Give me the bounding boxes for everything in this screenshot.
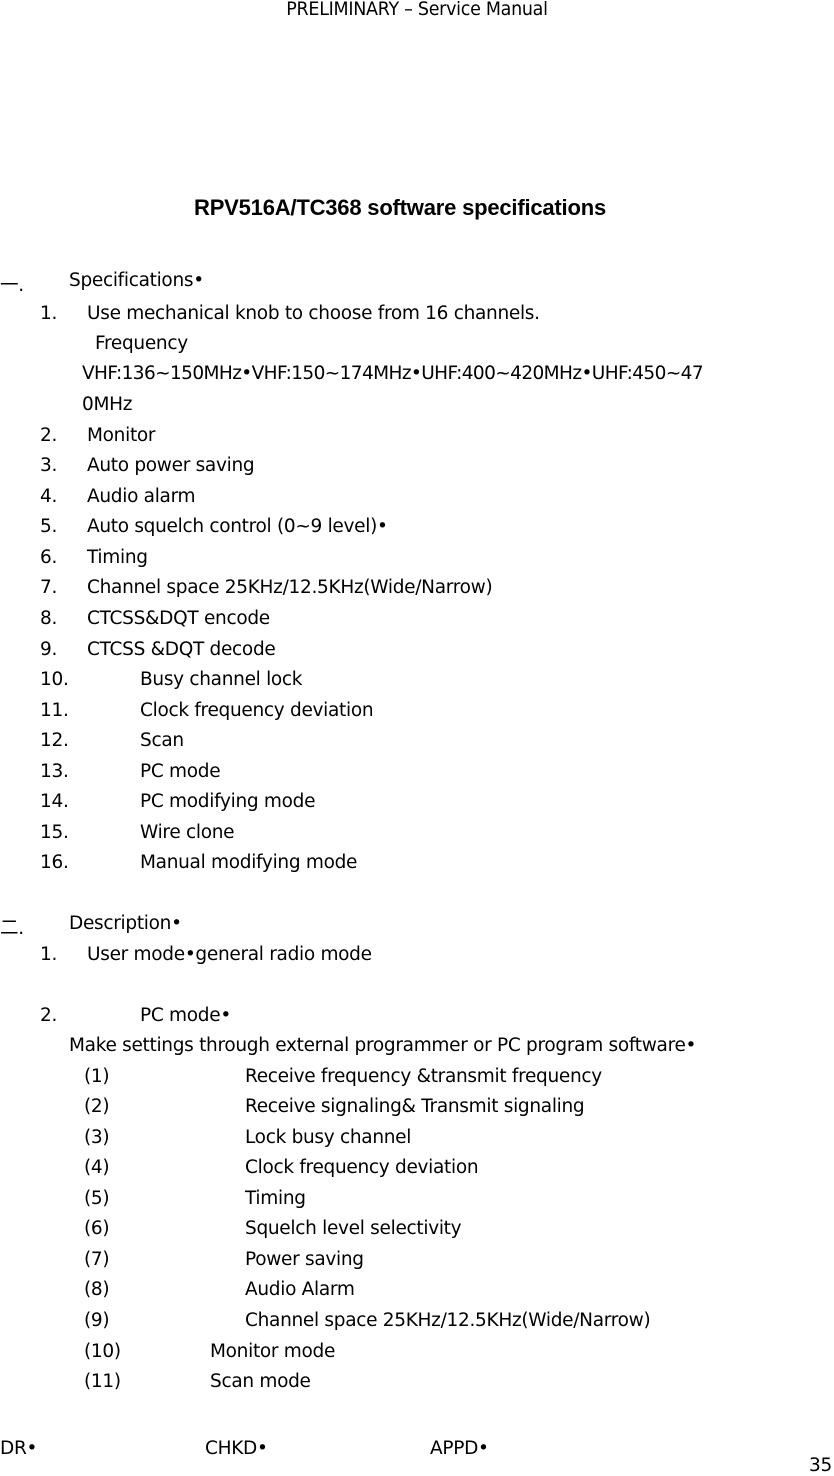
list-item-number: 5. <box>40 516 58 537</box>
page-number: 35 <box>809 1455 832 1476</box>
approved-by-label: APPD• <box>430 1438 489 1459</box>
list-item-text: Manual modifying mode <box>140 852 358 873</box>
list-item-text: PC mode <box>140 761 221 782</box>
section-number: 一. <box>0 275 24 296</box>
drawn-by-label: DR• <box>0 1438 38 1459</box>
list-item-text: Use mechanical knob to choose from 16 ch… <box>87 303 540 324</box>
list-item-number: 2. <box>40 425 58 446</box>
sub-item-text: Lock busy channel <box>245 1127 412 1148</box>
sub-item-number: (4) <box>84 1157 110 1178</box>
list-item-text: Scan <box>140 730 184 751</box>
pc-mode-intro: Make settings through external programme… <box>69 1035 697 1056</box>
checked-by-label: CHKD• <box>205 1438 268 1459</box>
section-heading: Specifications• <box>69 270 204 291</box>
list-item-text: Auto power saving <box>87 455 255 476</box>
list-item-text: Timing <box>87 547 148 568</box>
sub-item-text: Scan mode <box>210 1371 311 1392</box>
list-item-text: Monitor <box>87 425 156 446</box>
sub-item-text: Squelch level selectivity <box>245 1218 462 1239</box>
list-item-text: Busy channel lock <box>140 669 303 690</box>
list-item-number: 2. <box>40 1005 58 1026</box>
list-item-text: Clock frequency deviation <box>140 700 374 721</box>
list-item-text: Channel space 25KHz/12.5KHz(Wide/Narrow) <box>87 577 493 598</box>
sub-item-number: (3) <box>84 1127 110 1148</box>
sub-item-text: Channel space 25KHz/12.5KHz(Wide/Narrow) <box>245 1310 651 1331</box>
frequency-ranges: VHF:136~150MHz•VHF:150~174MHz•UHF:400~42… <box>82 363 704 384</box>
list-item-text: User mode•general radio mode <box>87 944 372 965</box>
list-item-number: 1. <box>40 303 58 324</box>
list-item-number: 6. <box>40 547 58 568</box>
running-header: PRELIMINARY – Service Manual <box>286 0 548 20</box>
sub-item-number: (8) <box>84 1279 110 1300</box>
list-item-number: 12. <box>40 730 69 751</box>
sub-item-text: Receive frequency &transmit frequency <box>245 1066 602 1087</box>
sub-item-number: (6) <box>84 1218 110 1239</box>
sub-item-text: Receive signaling& Transmit signaling <box>245 1096 585 1117</box>
list-item-text: CTCSS&DQT encode <box>87 608 270 629</box>
sub-item-text: Clock frequency deviation <box>245 1157 479 1178</box>
sub-item-number: (1) <box>84 1066 110 1087</box>
list-item-text: PC modifying mode <box>140 791 316 812</box>
list-item-number: 4. <box>40 486 58 507</box>
list-item-number: 15. <box>40 822 69 843</box>
sub-item-number: (10) <box>84 1341 121 1362</box>
sub-item-number: (2) <box>84 1096 110 1117</box>
section-heading: Description• <box>69 913 182 934</box>
list-item-text: CTCSS &DQT decode <box>87 639 276 660</box>
list-item-number: 9. <box>40 639 58 660</box>
list-item-number: 7. <box>40 577 58 598</box>
list-item-text: Wire clone <box>140 822 235 843</box>
sub-item-text: Monitor mode <box>210 1341 336 1362</box>
list-item-number: 8. <box>40 608 58 629</box>
frequency-ranges-continued: 0MHz <box>82 394 133 415</box>
list-item-number: 14. <box>40 791 69 812</box>
list-item-text: Audio alarm <box>87 486 196 507</box>
document-title: RPV516A/TC368 software specifications <box>194 195 606 220</box>
list-item-number: 10. <box>40 669 69 690</box>
sub-item-text: Audio Alarm <box>245 1279 355 1300</box>
sub-item-number: (11) <box>84 1371 121 1392</box>
list-item-number: 1. <box>40 944 58 965</box>
list-item-number: 16. <box>40 852 69 873</box>
sub-item-text: Timing <box>245 1188 306 1209</box>
frequency-label: Frequency <box>95 333 188 354</box>
list-item-text: PC mode• <box>140 1005 231 1026</box>
list-item-text: Auto squelch control (0~9 level)• <box>87 516 388 537</box>
list-item-number: 13. <box>40 761 69 782</box>
sub-item-number: (5) <box>84 1188 110 1209</box>
sub-item-number: (9) <box>84 1310 110 1331</box>
section-number: 二. <box>0 918 24 939</box>
sub-item-number: (7) <box>84 1249 110 1270</box>
sub-item-text: Power saving <box>245 1249 364 1270</box>
list-item-number: 11. <box>40 700 69 721</box>
list-item-number: 3. <box>40 455 58 476</box>
